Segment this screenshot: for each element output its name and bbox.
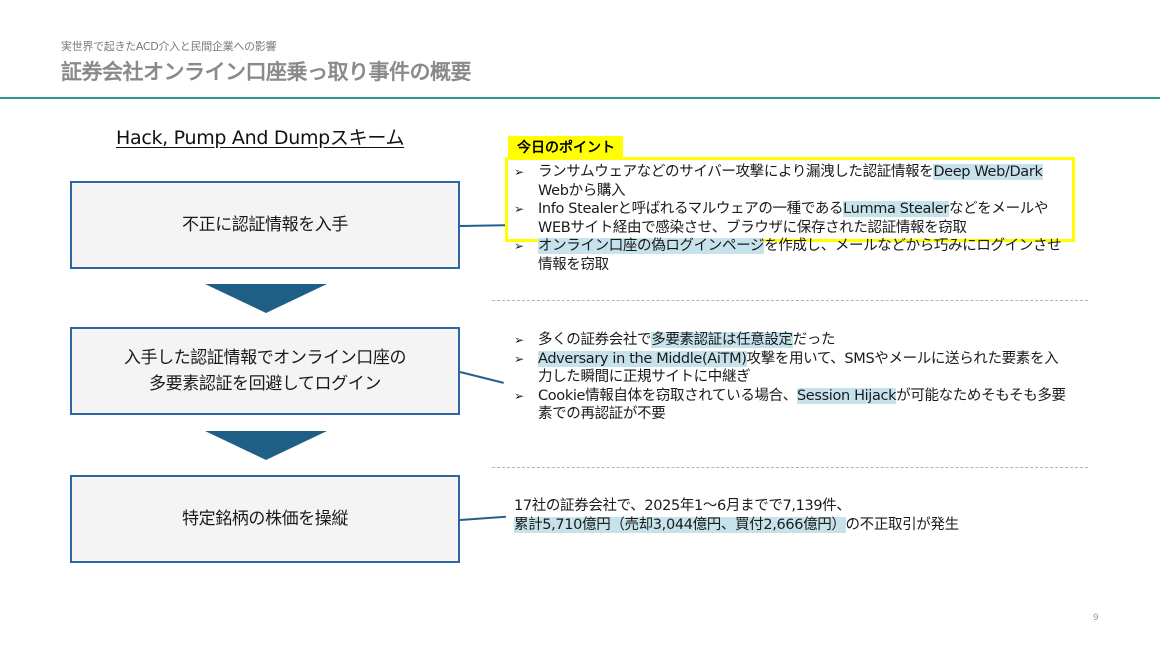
- highlighted-term: オンライン口座の偽ログインページ: [538, 238, 765, 254]
- arrowhead-bullet-icon: ➢: [514, 333, 524, 347]
- highlighted-term: 多要素認証は任意設定: [651, 332, 793, 348]
- flow-step-obtain-credentials: 不正に認証情報を入手: [70, 181, 460, 269]
- slide-title: 証券会社オンライン口座乗っ取り事件の概要: [61, 60, 472, 84]
- key-point-frame: [505, 157, 1075, 242]
- arrowhead-bullet-icon: ➢: [514, 351, 524, 366]
- bullet-item: ➢ 多くの証券会社で多要素認証は任意設定だった: [514, 332, 836, 348]
- bullet-item: ➢ オンライン口座の偽ログインページを作成し、メールなどから巧みにログインさせ情…: [514, 238, 1062, 273]
- highlighted-term: Lumma Stealer: [843, 201, 949, 217]
- bullet-item: ➢ Adversary in the Middle(AiTM)攻撃を用いて、SM…: [514, 350, 1059, 385]
- header-divider: [0, 97, 1160, 99]
- stats-line2: 累計5,710億円（売却3,044億円、買付2,666億円）の不正取引が発生: [514, 517, 959, 533]
- section-divider: [492, 300, 1088, 301]
- manipulation-stats: 17社の証券会社で、2025年1～6月までで7,139件、 累計5,710億円（…: [514, 497, 959, 535]
- arrowhead-bullet-icon: ➢: [514, 388, 524, 403]
- connector-line: [459, 371, 504, 384]
- highlighted-term: Deep Web/Dark: [933, 164, 1043, 180]
- connector-line: [459, 515, 506, 521]
- down-arrow-icon: [205, 284, 327, 313]
- slide-subtitle: 実世界で起きたACD介入と民間企業への影響: [61, 40, 277, 53]
- flow-step-manipulate-price: 特定銘柄の株価を操縦: [70, 475, 460, 563]
- bypass-mfa-details: ➢ 多くの証券会社で多要素認証は任意設定だった ➢ Adversary in t…: [512, 331, 1072, 424]
- bullet-item: ➢ Cookie情報自体を窃取されている場合、Session Hijackが可能…: [514, 387, 1066, 422]
- flow-step-label-line2: 多要素認証を回避してログイン: [149, 374, 381, 394]
- highlighted-term: Adversary in the Middle(AiTM): [538, 350, 747, 367]
- highlighted-term: Session Hijack: [796, 387, 897, 404]
- key-point-label: 今日のポイント: [508, 136, 623, 159]
- flow-step-label: 特定銘柄の株価を操縦: [182, 509, 348, 529]
- arrowhead-bullet-icon: ➢: [514, 202, 524, 216]
- bullet-item: ➢ ランサムウェアなどのサイバー攻撃により漏洩した認証情報をDeep Web/D…: [514, 164, 1043, 199]
- connector-line: [459, 224, 506, 227]
- flow-step-label: 不正に認証情報を入手: [182, 215, 348, 235]
- bullet-item: ➢ Info Stealerと呼ばれるマルウェアの一種であるLumma Stea…: [514, 201, 1049, 236]
- obtain-credentials-details: ➢ ランサムウェアなどのサイバー攻撃により漏洩した認証情報をDeep Web/D…: [512, 163, 1072, 274]
- down-arrow-icon: [205, 431, 327, 460]
- flow-step-bypass-mfa: 入手した認証情報でオンライン口座の 多要素認証を回避してログイン: [70, 327, 460, 415]
- page-number: 9: [1093, 613, 1099, 623]
- highlighted-term: 累計5,710億円（売却3,044億円、買付2,666億円）: [514, 517, 846, 533]
- section-divider: [492, 467, 1088, 468]
- arrowhead-bullet-icon: ➢: [514, 239, 524, 253]
- flow-step-label-line1: 入手した認証情報でオンライン口座の: [123, 348, 407, 368]
- arrowhead-bullet-icon: ➢: [514, 165, 524, 179]
- stats-line1: 17社の証券会社で、2025年1～6月までで7,139件、: [514, 498, 851, 514]
- scheme-title: Hack, Pump And Dumpスキーム: [116, 127, 405, 149]
